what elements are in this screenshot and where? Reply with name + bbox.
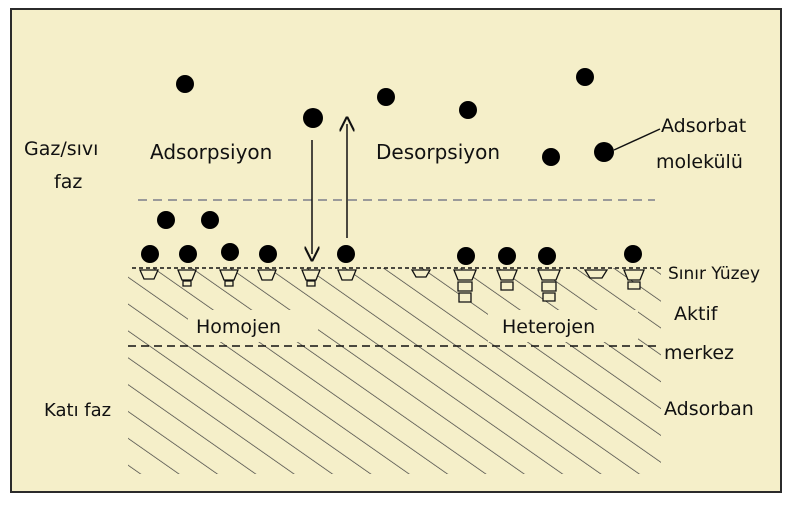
desorption-label: Desorpsiyon [376,140,500,164]
multilayer-molecule [157,211,175,229]
gas-molecule [542,148,560,166]
adsorbed-molecule [179,245,197,263]
heterogeneous-label: Heterojen [502,316,595,338]
adsorbed-molecule [538,247,556,265]
gas-liquid-phase-label: faz [54,171,82,193]
active-center-label: merkez [664,342,734,364]
surface-site [412,270,430,277]
adsorbate-label: molekülü [656,151,743,173]
adsorbed-molecule [221,243,239,261]
gas-molecule [459,101,477,119]
adsorbed-molecule [337,245,355,263]
gas-molecule [377,88,395,106]
gas-molecule [576,68,594,86]
adsorbed-molecule [141,245,159,263]
adsorbed-molecule [498,247,516,265]
active-center-label: Aktif [674,303,719,325]
boundary-surface-label: Sınır Yüzey [668,264,760,284]
homogeneous-label: Homojen [196,316,281,338]
adsorbate-label: Adsorbat [661,115,746,137]
adsorbed-molecule [457,247,475,265]
multilayer-molecule [201,211,219,229]
adsorbent-label: Adsorban [664,398,754,420]
gas-molecule [303,108,323,128]
surface-site [338,270,356,280]
gas-molecule [594,142,614,162]
gas-liquid-phase-label: Gaz/sıvı [24,138,98,160]
adsorbed-molecule [624,245,642,263]
surface-site [258,270,276,280]
gas-molecule [176,75,194,93]
surface-site [140,270,158,279]
solid-phase-region [128,268,661,474]
adsorption-label: Adsorpsiyon [150,140,272,164]
adsorbed-molecule [259,245,277,263]
solid-phase-label: Katı faz [44,400,111,421]
